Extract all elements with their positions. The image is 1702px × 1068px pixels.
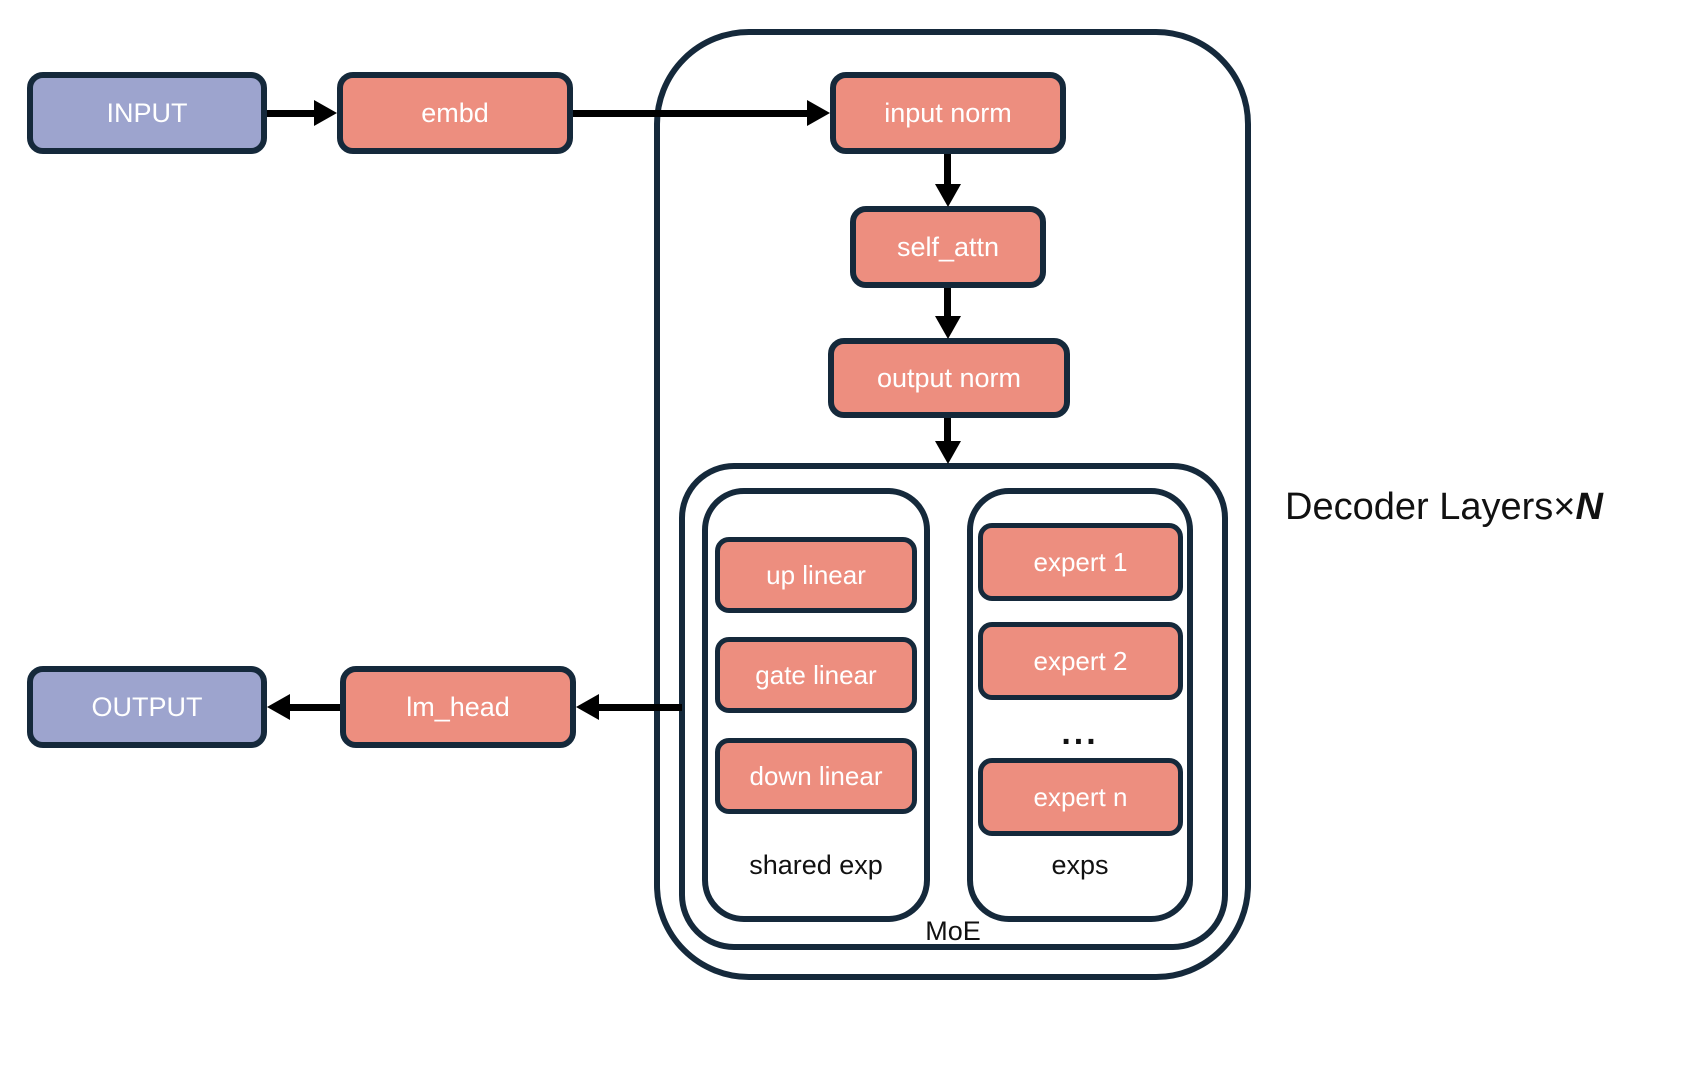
embd-node: embd	[337, 72, 573, 154]
experts-label: exps	[1051, 850, 1109, 880]
gate-linear-node: gate linear	[715, 637, 917, 713]
self-attn-node: self_attn	[850, 206, 1046, 288]
expert-1-node: expert 1	[978, 523, 1183, 601]
shared-expert-label: shared exp	[749, 850, 883, 880]
up-linear-node: up linear	[715, 537, 917, 613]
arrowhead-down-icon	[935, 441, 961, 464]
expert-2-node: expert 2	[978, 622, 1183, 700]
decoder-layers-container	[654, 29, 1251, 980]
moe-container	[679, 463, 1228, 950]
arrowhead-down-icon	[935, 316, 961, 339]
down-linear-node: down linear	[715, 738, 917, 814]
arrowhead-left-icon	[576, 694, 599, 720]
arrowhead-left-icon	[267, 694, 290, 720]
shared-expert-container	[702, 488, 930, 922]
lm-head-node: lm_head	[340, 666, 576, 748]
output-node: OUTPUT	[27, 666, 267, 748]
moe-label: MoE	[925, 916, 981, 946]
decoder-layers-n-variable: N	[1575, 486, 1603, 528]
expert-n-node: expert n	[978, 758, 1183, 836]
output-norm-node: output norm	[828, 338, 1070, 418]
experts-container	[967, 488, 1193, 922]
decoder-layers-caption-text: Decoder Layers×	[1285, 486, 1576, 528]
arrowhead-right-icon	[314, 100, 337, 126]
decoder-layers-caption: Decoder Layers×N	[1285, 486, 1603, 529]
arrowhead-right-icon	[807, 100, 830, 126]
input-node: INPUT	[27, 72, 267, 154]
experts-ellipsis: ...	[1061, 714, 1099, 752]
input-norm-node: input norm	[830, 72, 1066, 154]
arrowhead-down-icon	[935, 184, 961, 207]
